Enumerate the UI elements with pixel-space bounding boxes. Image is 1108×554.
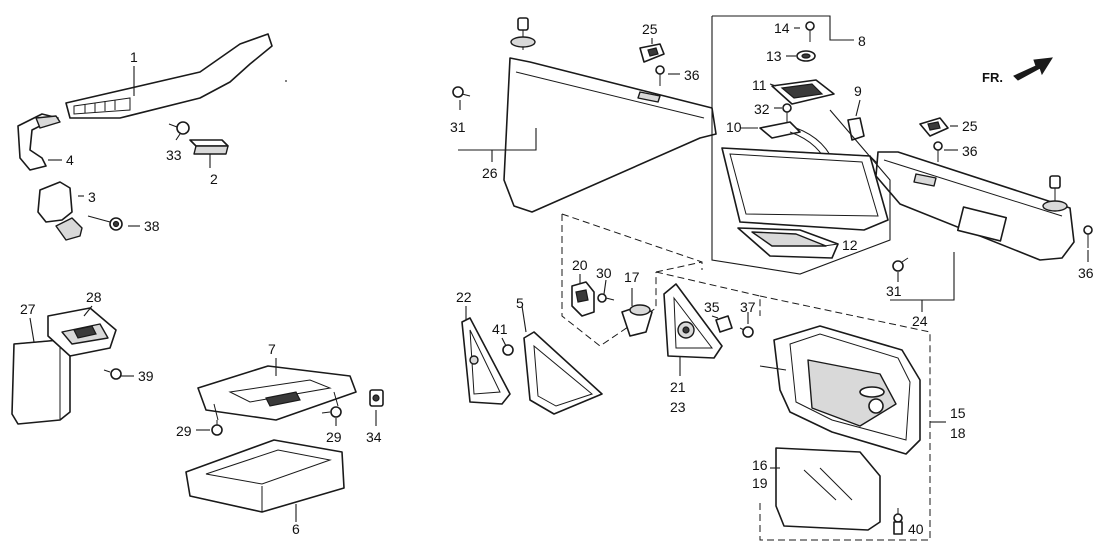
screw-36c-part [1083, 225, 1093, 248]
callout-10: 10 [726, 119, 742, 135]
sunvisor-left-part [503, 17, 717, 213]
callout-6: 6 [292, 521, 300, 537]
screw-36a-part [655, 65, 665, 86]
callout-2: 2 [210, 171, 218, 187]
callout-37: 37 [740, 299, 756, 315]
clip-34-part [369, 389, 384, 407]
screw-39-part [103, 368, 122, 380]
callout-20: 20 [572, 257, 588, 273]
mirror-glass-part [775, 447, 881, 531]
cap-13-part [796, 50, 816, 62]
mirror-garnish-part [571, 281, 595, 317]
screw-31b-part [892, 257, 909, 272]
callout-15: 15 [950, 405, 966, 421]
screw-40-part [893, 508, 903, 535]
callout-17: 17 [624, 269, 640, 285]
callout-13: 13 [766, 48, 782, 64]
callout-30: 30 [596, 265, 612, 281]
callout-35: 35 [704, 299, 720, 315]
direction-indicator-label: FR. [982, 70, 1003, 85]
callout-34: 34 [366, 429, 382, 445]
callout-26: 26 [482, 165, 498, 181]
coat-hook-part [17, 113, 61, 171]
door-mirror-housing-part [759, 325, 921, 455]
callout-25a: 25 [642, 21, 658, 37]
screw-38-part [87, 215, 123, 231]
rearview-mirror-part [721, 147, 889, 231]
sunvisor-right-part [875, 151, 1075, 261]
callout-36b: 36 [962, 143, 978, 159]
callout-14: 14 [774, 20, 790, 36]
corner-trim-part [461, 317, 511, 405]
callout-12: 12 [842, 237, 858, 253]
screw-14-part [805, 21, 815, 42]
fr-arrow-icon [1013, 57, 1053, 81]
screw-37-part [739, 326, 754, 338]
hook-cover-part [37, 181, 83, 241]
callout-11: 11 [752, 77, 767, 93]
grab-handle-part [65, 33, 273, 119]
screw-29b-part [321, 406, 342, 418]
callout-23: 23 [670, 399, 686, 415]
triangle-seal-part [523, 331, 603, 415]
callout-32: 32 [754, 101, 770, 117]
visor-clip-25a-part [639, 43, 665, 63]
tray-bracket-part [197, 365, 357, 421]
callout-29a: 29 [176, 423, 192, 439]
callout-38: 38 [144, 218, 160, 234]
screw-29a-part [211, 420, 223, 436]
callout-29b: 29 [326, 429, 342, 445]
callout-28: 28 [86, 289, 102, 305]
nut-35-part [715, 315, 733, 333]
callout-5: 5 [516, 295, 524, 311]
callout-8: 8 [858, 33, 866, 49]
mirror-base-part [663, 283, 723, 359]
callout-24: 24 [912, 313, 928, 329]
callout-39: 39 [138, 368, 154, 384]
callout-33: 33 [166, 147, 182, 163]
screw-32-part [782, 103, 792, 122]
console-box-part [11, 339, 71, 425]
screw-33-part [168, 121, 190, 135]
callout-40: 40 [908, 521, 924, 537]
callout-25b: 25 [962, 118, 978, 134]
callout-19: 19 [752, 475, 768, 491]
callout-31a: 31 [450, 119, 466, 135]
callout-3: 3 [88, 189, 96, 205]
screw-31a-part [452, 86, 471, 98]
callout-4: 4 [66, 152, 74, 168]
screw-36b-part [933, 141, 943, 162]
callout-27: 27 [20, 301, 36, 317]
knob-17-part [621, 304, 653, 337]
callout-31b: 31 [886, 283, 902, 299]
console-lid-part [47, 307, 117, 357]
callout-41: 41 [492, 321, 508, 337]
storage-tray-part [185, 439, 345, 513]
map-light-part [771, 79, 835, 105]
callout-1: 1 [130, 49, 138, 65]
screw-30-part [597, 293, 615, 303]
visor-clip-25b-part [919, 117, 949, 137]
clip-9-part [847, 117, 865, 141]
screw-41-part [502, 344, 514, 356]
callout-22: 22 [456, 289, 472, 305]
callout-36a: 36 [684, 67, 700, 83]
callout-9: 9 [854, 83, 862, 99]
mirror-cover-part [737, 227, 839, 259]
end-cap-part [189, 139, 229, 155]
callout-36c: 36 [1078, 265, 1094, 281]
callout-16: 16 [752, 457, 768, 473]
callout-21: 21 [670, 379, 686, 395]
callout-18: 18 [950, 425, 966, 441]
callout-7: 7 [268, 341, 276, 357]
